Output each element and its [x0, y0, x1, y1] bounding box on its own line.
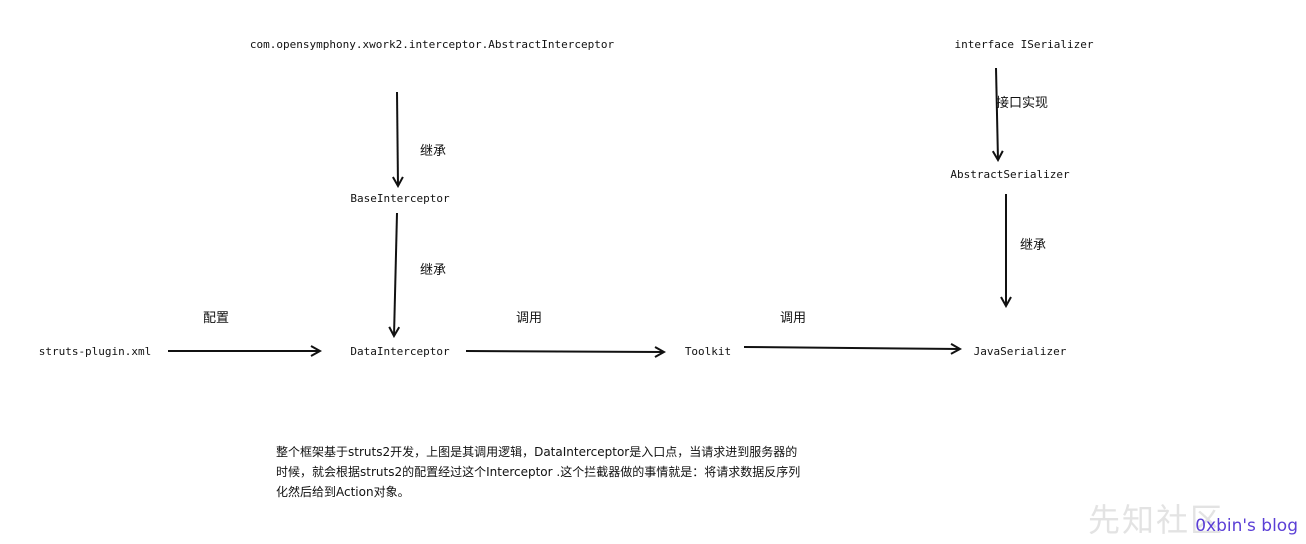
edge-base-to-data — [394, 212, 397, 336]
node-base-interceptor: BaseInterceptor — [350, 192, 450, 205]
label-inherit-2: 继承 — [420, 263, 446, 278]
watermark-logo: 先知社区 — [1088, 501, 1225, 539]
label-implement: 接口实现 — [996, 95, 1048, 111]
edge-iserializer-to-abstract — [996, 67, 998, 160]
node-data-interceptor: DataInterceptor — [350, 345, 450, 358]
node-iserializer: interface ISerializer — [954, 38, 1093, 51]
label-inherit-1: 继承 — [420, 144, 446, 159]
caption-line-2: 时候，就会根据struts2的配置经过这个Interceptor .这个拦截器做… — [276, 465, 801, 479]
caption-line-3: 化然后给到Action对象。 — [276, 485, 410, 499]
edge-data-to-toolkit — [465, 351, 664, 352]
node-java-serializer: JavaSerializer — [974, 345, 1067, 358]
caption-line-1: 整个框架基于struts2开发，上图是其调用逻辑，DataInterceptor… — [276, 445, 798, 459]
node-struts-plugin: struts-plugin.xml — [39, 345, 152, 358]
label-call-2: 调用 — [780, 311, 806, 326]
node-abstract-serializer: AbstractSerializer — [950, 168, 1070, 181]
label-inherit-3: 继承 — [1020, 238, 1046, 253]
node-toolkit: Toolkit — [685, 345, 731, 358]
label-call-1: 调用 — [516, 311, 542, 326]
caption-text: 整个框架基于struts2开发，上图是其调用逻辑，DataInterceptor… — [276, 442, 876, 502]
edge-abstract-to-base — [397, 91, 398, 186]
label-configure: 配置 — [203, 311, 229, 326]
node-abstract-interceptor: com.opensymphony.xwork2.interceptor.Abst… — [250, 38, 615, 51]
edge-toolkit-to-java — [743, 347, 960, 349]
blog-watermark: 0xbin's blog — [1195, 516, 1298, 536]
